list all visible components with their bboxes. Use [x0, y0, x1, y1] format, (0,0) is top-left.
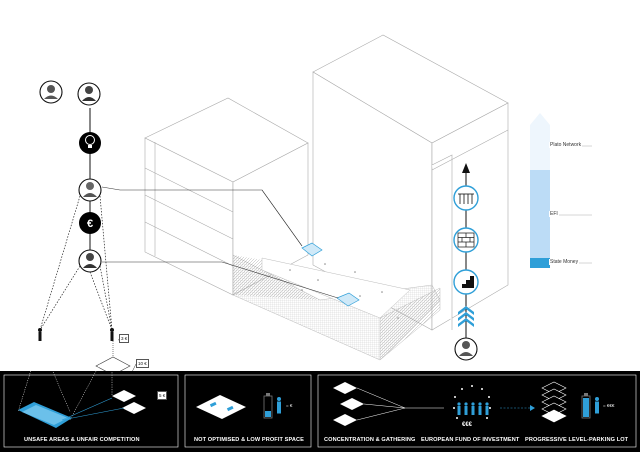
railing-icon: [453, 185, 479, 211]
panel-value-high: = €€€: [603, 403, 615, 408]
scale-label-state: State Money: [549, 259, 580, 265]
brick-wall-icon: [453, 227, 479, 253]
person-icon: [457, 402, 489, 415]
panel-not-optimised-graphic: [196, 393, 281, 419]
parking-level-icon: [95, 341, 131, 376]
euro-icon: [79, 212, 101, 234]
parking-level-icon: [541, 381, 567, 423]
panel-fund-graphic: [333, 381, 599, 426]
eu-badge: €€€: [462, 422, 473, 428]
car-icon: [301, 242, 360, 307]
arrow-up-icon: [462, 163, 470, 173]
right-node-chain: [453, 163, 479, 361]
scale-label-efi: EFI: [549, 211, 559, 217]
person-icon: [277, 397, 281, 414]
svg-text:€: €: [87, 218, 93, 230]
chevron-up-icon: [458, 306, 474, 327]
caption-unsafe: UNSAFE AREAS & UNFAIR COMPETITION: [24, 437, 140, 443]
caption-concentration: CONCENTRATION & GATHERING: [324, 437, 416, 443]
caption-european-fund: EUROPEAN FUND OF INVESTMENT: [421, 437, 520, 443]
funding-scale: [530, 113, 592, 268]
price-tag: 10 €: [136, 359, 149, 368]
person-icon: [595, 397, 599, 414]
battery-icon: [581, 393, 591, 419]
lightbulb-icon: [79, 132, 101, 154]
panel-unsafe-graphic: [17, 340, 146, 428]
left-node-chain: €: [38, 80, 151, 403]
ground-lot: [232, 254, 441, 361]
scale-label-plato: Plato Network: [549, 142, 583, 148]
battery-icon: [263, 393, 273, 419]
connector-lines: [101, 186, 339, 299]
eu-stars: [453, 385, 491, 419]
caption-not-optimised: NOT OPTIMISED & LOW PROFIT SPACE: [194, 437, 304, 443]
panel-value-low: = €: [286, 403, 293, 408]
price-tag: 5 €: [157, 391, 168, 400]
caption-parking-lot: PROGRESSIVE LEVEL-PARKING LOT: [525, 437, 629, 443]
price-tag: 3 €: [119, 334, 130, 343]
right-building: [312, 34, 509, 331]
left-building: [144, 97, 309, 296]
